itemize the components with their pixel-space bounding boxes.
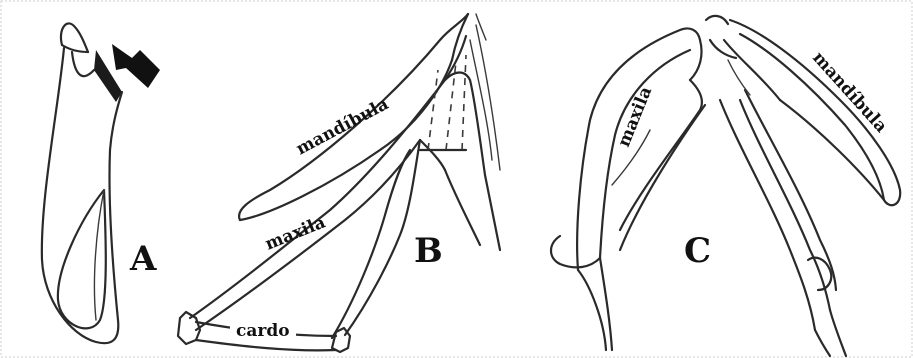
stipes-structure-c xyxy=(620,60,846,356)
panel-letter-b: B xyxy=(414,231,443,271)
maxilla-structure-c xyxy=(551,28,702,350)
svg-text:mandíbula: mandíbula xyxy=(808,48,891,137)
svg-text:mandíbula: mandíbula xyxy=(293,94,392,159)
label-maxilla-b: maxila xyxy=(262,212,328,254)
label-cardo: cardo xyxy=(236,321,290,341)
panel-letter-c: C xyxy=(684,231,711,271)
panel-a: A xyxy=(42,23,160,343)
maxilla-structure xyxy=(190,14,500,338)
label-mandible-c: mandíbula xyxy=(808,48,891,137)
svg-text:maxila: maxila xyxy=(262,212,328,254)
label-mandible-b: mandíbula xyxy=(293,94,392,159)
panel-c: maxila mandíbula C xyxy=(551,16,900,356)
panel-letter-a: A xyxy=(129,239,157,279)
panel-b: mandíbula maxila cardo B xyxy=(178,14,500,352)
panel-a-structure xyxy=(42,23,122,343)
arrow-icon xyxy=(112,44,160,88)
